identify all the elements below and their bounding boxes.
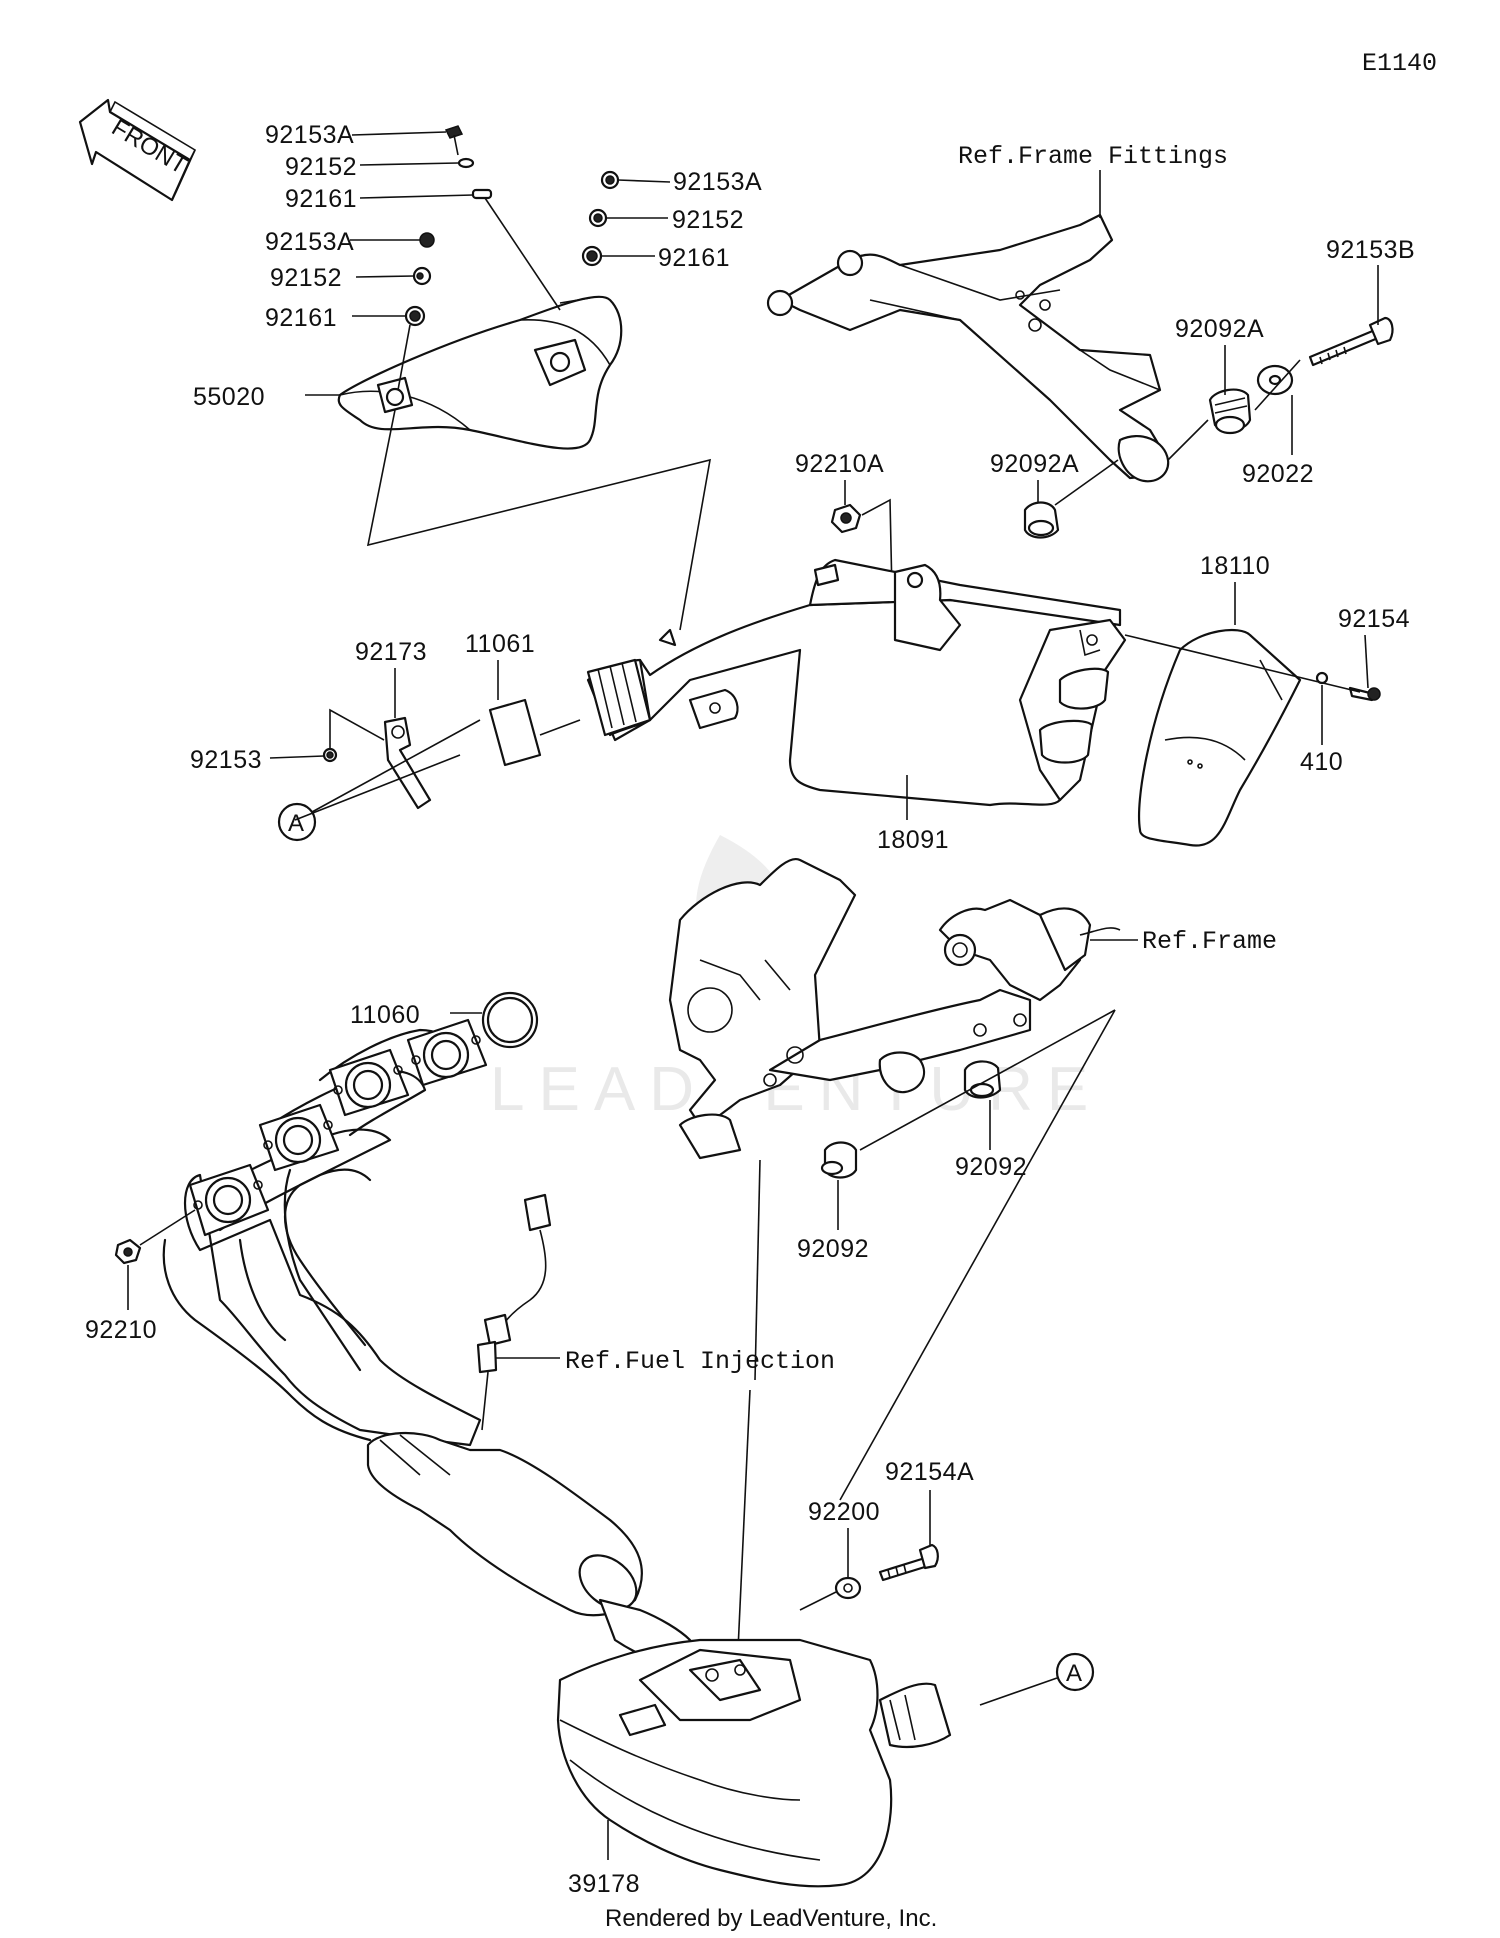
- clamp-92173: [383, 668, 432, 810]
- front-arrow-icon: FRONT: [78, 98, 197, 202]
- ref-frame: Ref.Frame: [1142, 927, 1277, 956]
- ref-frame-fittings: Ref.Frame Fittings: [958, 142, 1228, 171]
- fastener-stack-1: [444, 125, 493, 200]
- label-410: 410: [1300, 748, 1343, 776]
- label-92154: 92154: [1338, 605, 1410, 633]
- rubber-grommet-92092-2: [820, 1141, 858, 1230]
- label-92152-2: 92152: [270, 264, 342, 292]
- callout-a-bottom-label: A: [1066, 1660, 1082, 1687]
- label-92152-3: 92152: [672, 206, 744, 234]
- label-92161-2: 92161: [265, 304, 337, 332]
- rubber-grommet-92092-1: [963, 1060, 1002, 1150]
- footer-credit: Rendered by LeadVenture, Inc.: [605, 1905, 937, 1932]
- nut-92153: [322, 747, 338, 763]
- callout-a-bottom: A: [979, 1652, 1095, 1706]
- label-92092-1: 92092: [955, 1153, 1027, 1181]
- flange-1: [188, 1163, 270, 1237]
- part-labels: 92153A 92152 92161 92153A 92152 92161 55…: [85, 121, 1415, 1898]
- label-92153A-1: 92153A: [265, 121, 354, 149]
- bolt-92154: [1348, 686, 1381, 702]
- flange-3: [328, 1048, 410, 1117]
- label-18091: 18091: [877, 826, 949, 854]
- label-92153A-3: 92153A: [673, 168, 762, 196]
- label-92153B: 92153B: [1326, 236, 1415, 264]
- label-92152-1: 92152: [285, 153, 357, 181]
- leaders-top-left: [305, 131, 712, 631]
- label-18110: 18110: [1200, 552, 1270, 580]
- gasket-11060: [450, 991, 539, 1049]
- frame-fittings-bracket: [766, 213, 1170, 483]
- label-92210A: 92210A: [795, 450, 884, 478]
- exhaust-header-pipes: [162, 1018, 488, 1447]
- flange-4: [406, 1018, 488, 1087]
- label-11060: 11060: [350, 1001, 420, 1029]
- washer-92022: [1256, 364, 1294, 396]
- label-92092-2: 92092: [797, 1235, 869, 1263]
- fastener-stack-3: [581, 170, 620, 267]
- callout-a-top-label: A: [288, 810, 304, 837]
- leaders-frame: [737, 1009, 1116, 1651]
- ref-fuel-injection: Ref.Fuel Injection: [565, 1347, 835, 1376]
- flange-2: [258, 1103, 340, 1172]
- rubber-grommet-92092A-2: [1023, 501, 1060, 539]
- heat-cover-18110: [1137, 628, 1302, 847]
- gasket-11061: [488, 660, 542, 767]
- label-92173: 92173: [355, 638, 427, 666]
- label-92200: 92200: [808, 1498, 880, 1526]
- label-92154A: 92154A: [885, 1458, 974, 1486]
- bolt-92154A: [878, 1490, 939, 1582]
- callout-a-top: A: [277, 802, 317, 842]
- frame-section: [668, 857, 1121, 1160]
- rubber-grommet-92092A-1: [1208, 388, 1252, 435]
- label-92022: 92022: [1242, 460, 1314, 488]
- label-92153: 92153: [190, 746, 262, 774]
- leaders-top-right: [844, 265, 1379, 506]
- silencer-body-18091: [598, 558, 1127, 807]
- leaders-middle-right: [906, 582, 1369, 820]
- label-92161-3: 92161: [658, 244, 730, 272]
- washer-92200: [799, 1528, 862, 1611]
- heat-cover-55020: [337, 295, 623, 450]
- diagram-code: E1140: [1362, 49, 1437, 78]
- muffler-39178: [556, 1638, 952, 1888]
- fastener-stack-2: [404, 232, 435, 327]
- label-39178: 39178: [568, 1870, 640, 1898]
- label-92153A-2: 92153A: [265, 228, 354, 256]
- catalyst-midpipe: [366, 1432, 692, 1667]
- label-55020: 55020: [193, 383, 265, 411]
- o2-sensor: [476, 1193, 560, 1431]
- bolt-92153B: [1308, 316, 1394, 367]
- connector-pipe: [586, 628, 739, 737]
- nut-92210: [114, 1209, 196, 1310]
- label-92092A-2: 92092A: [990, 450, 1079, 478]
- label-92161-1: 92161: [285, 185, 357, 213]
- label-11061: 11061: [465, 630, 535, 658]
- label-92210: 92210: [85, 1316, 157, 1344]
- label-92092A-1: 92092A: [1175, 315, 1264, 343]
- leaders-middle-left: [269, 708, 581, 821]
